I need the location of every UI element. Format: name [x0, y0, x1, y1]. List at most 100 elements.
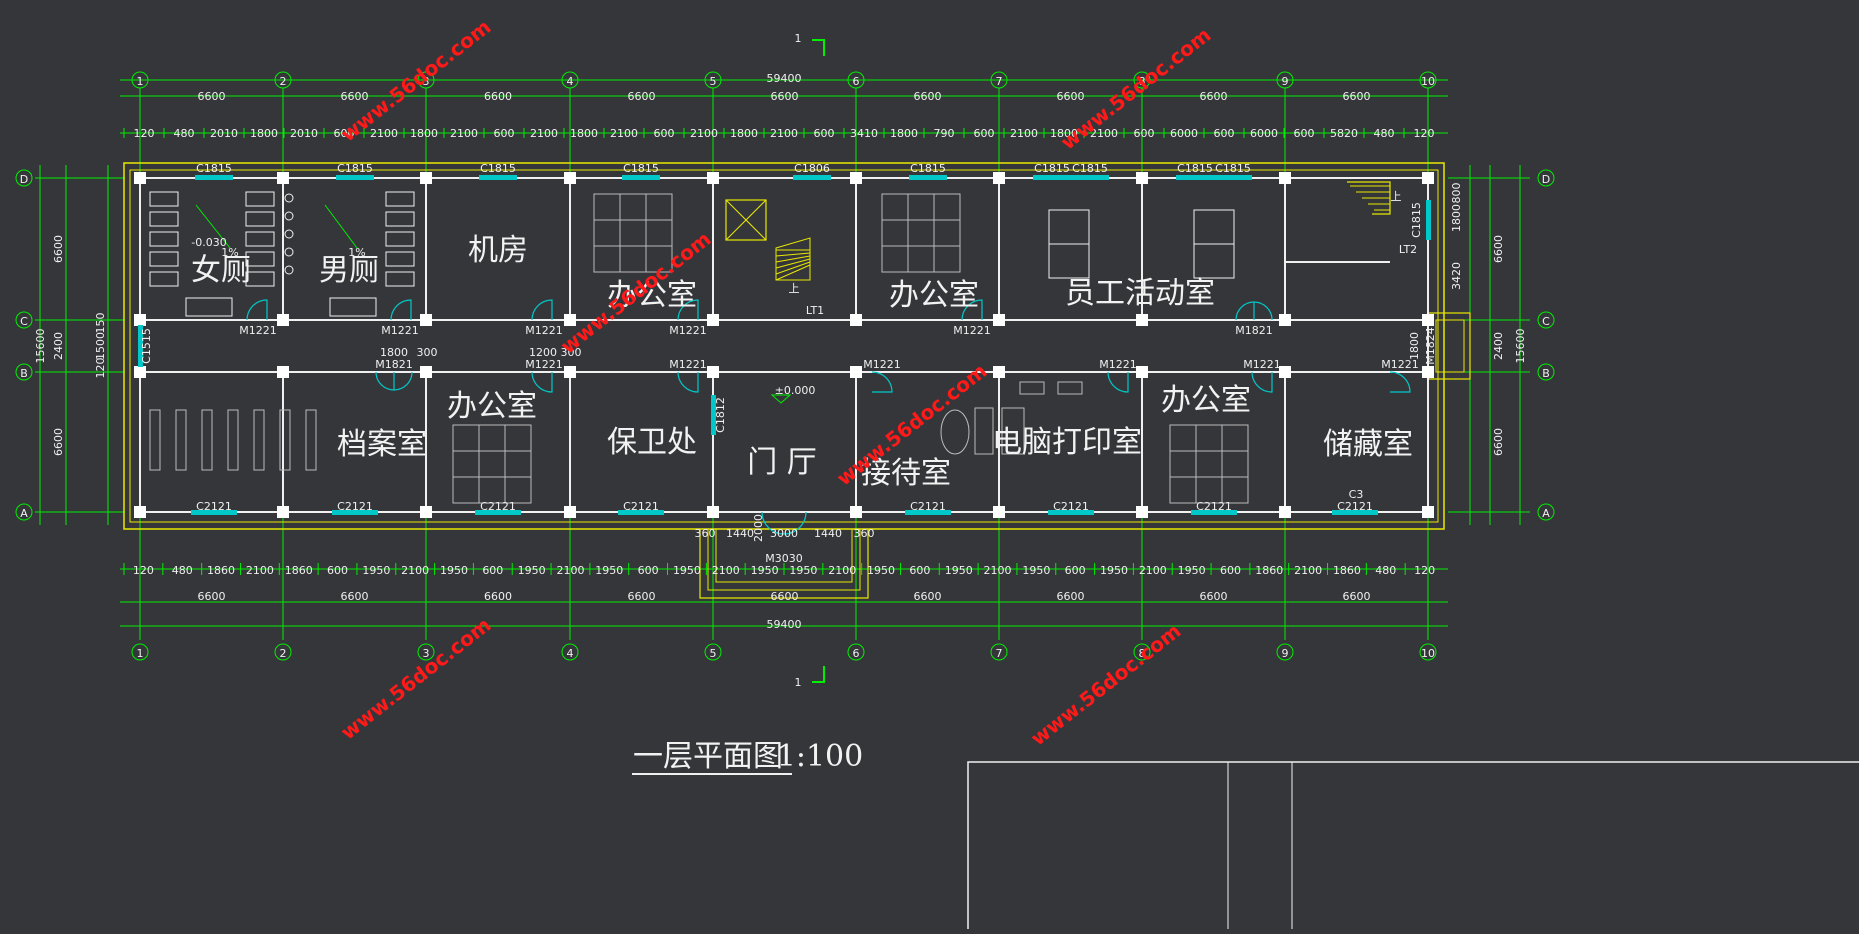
- office-desk: [645, 219, 673, 247]
- door-label: M1221: [669, 324, 707, 337]
- window-label-top: C1806: [794, 162, 830, 175]
- porch-step: [707, 529, 861, 591]
- stair-tread: [775, 261, 811, 275]
- dim-door: 300: [561, 346, 582, 359]
- structural-column: [993, 506, 1005, 518]
- dim-bay-top: 6600: [1200, 90, 1228, 103]
- toilet-stall: [245, 191, 275, 207]
- grid-label-col: 4: [567, 647, 574, 660]
- dim-detail-top: 1800: [410, 127, 438, 140]
- dim-left: 6600: [52, 428, 65, 456]
- dim-detail-top: 600: [1214, 127, 1235, 140]
- dim-detail-top: 2100: [450, 127, 478, 140]
- office-desk: [593, 219, 621, 247]
- office-desk: [933, 193, 961, 221]
- grid-bubble: [15, 169, 33, 187]
- dim-left: 6600: [52, 235, 65, 263]
- dim-detail-top: 1800: [250, 127, 278, 140]
- window-top: [1176, 175, 1214, 180]
- dim-detail-top: 2100: [530, 127, 558, 140]
- dim-detail-top: 6000: [1170, 127, 1198, 140]
- grid-bubble: [417, 71, 435, 89]
- toilet-stall: [149, 211, 179, 227]
- grid-label-col: 2: [280, 75, 287, 88]
- window-top: [1033, 175, 1071, 180]
- structural-column: [1422, 172, 1434, 184]
- dim-bay-bottom: 6600: [1200, 590, 1228, 603]
- grid-bubble: [847, 71, 865, 89]
- structural-column: [277, 314, 289, 326]
- urinal: [284, 211, 294, 221]
- dim-detail-bottom: 1950: [440, 564, 468, 577]
- door-swing: [390, 299, 412, 321]
- dim-detail-top: 480: [174, 127, 195, 140]
- grid-bubble: [1133, 71, 1151, 89]
- urinal: [284, 265, 294, 275]
- grid-label-col: 3: [423, 75, 430, 88]
- structural-column: [134, 172, 146, 184]
- structural-column: [1136, 366, 1148, 378]
- office-desk: [645, 245, 673, 273]
- dim-detail-top: 2100: [370, 127, 398, 140]
- structural-column: [1422, 506, 1434, 518]
- dim-detail-top: 790: [934, 127, 955, 140]
- window-side-left: [138, 325, 143, 367]
- dim-detail-top: 2010: [290, 127, 318, 140]
- window-label-top: C1815: [910, 162, 946, 175]
- reception-table: [940, 409, 970, 455]
- door-label: M1821: [375, 358, 413, 371]
- structural-column: [850, 314, 862, 326]
- dim-detail-bottom: 120: [133, 564, 154, 577]
- dim-detail-top: 2100: [1090, 127, 1118, 140]
- grid-bubble: [1537, 311, 1555, 329]
- grid-label-row: B: [20, 367, 28, 380]
- grid-bubble: [131, 643, 149, 661]
- wall-layer: [123, 162, 1859, 934]
- grid-label-row: C: [20, 315, 28, 328]
- room-label: 电脑打印室: [992, 425, 1142, 460]
- structural-column: [134, 314, 146, 326]
- dim-bay-top: 6600: [1057, 90, 1085, 103]
- dim-right-total: 15600: [1514, 329, 1527, 364]
- toilet-stall: [385, 191, 415, 207]
- printer: [1057, 381, 1083, 395]
- grid-label-col: 4: [567, 75, 574, 88]
- window-top: [1071, 175, 1109, 180]
- slope-arrow: [324, 204, 358, 249]
- porch-step: [715, 529, 853, 583]
- grid-bubble: [847, 643, 865, 661]
- door-swing: [677, 299, 699, 321]
- window-label-bottom: C2121: [1196, 500, 1232, 513]
- slope-label: 1%: [348, 246, 365, 259]
- dim-total-bottom: 59400: [767, 618, 802, 631]
- office-desk: [452, 450, 480, 478]
- grid-bubble: [274, 643, 292, 661]
- stair-tread: [775, 264, 811, 281]
- office-desk: [619, 193, 647, 221]
- structural-column: [420, 506, 432, 518]
- door-label: M3030: [765, 552, 803, 565]
- archive-shelf: [253, 409, 265, 471]
- office-desk: [1195, 424, 1223, 452]
- dim-detail-top: 480: [1374, 127, 1395, 140]
- toilet-stall: [385, 251, 415, 267]
- grid-bubble: [274, 71, 292, 89]
- structural-column: [1136, 172, 1148, 184]
- section-label: 1: [795, 676, 802, 689]
- archive-shelf: [149, 409, 161, 471]
- office-desk: [907, 219, 935, 247]
- dim-left-mid: 120: [94, 358, 107, 379]
- structural-column: [420, 366, 432, 378]
- elevation-symbol: [770, 394, 792, 404]
- office-desk: [933, 219, 961, 247]
- window-top: [479, 175, 517, 180]
- grid-label-col: 1: [137, 75, 144, 88]
- dim-left-mid: 150: [94, 313, 107, 334]
- door-swing: [375, 371, 413, 391]
- grid-bubble: [990, 71, 1008, 89]
- door-label: M1221: [1243, 358, 1281, 371]
- window-label-bottom: C2121: [910, 500, 946, 513]
- dim-detail-bottom: 1950: [518, 564, 546, 577]
- dim-detail-bottom: 1950: [362, 564, 390, 577]
